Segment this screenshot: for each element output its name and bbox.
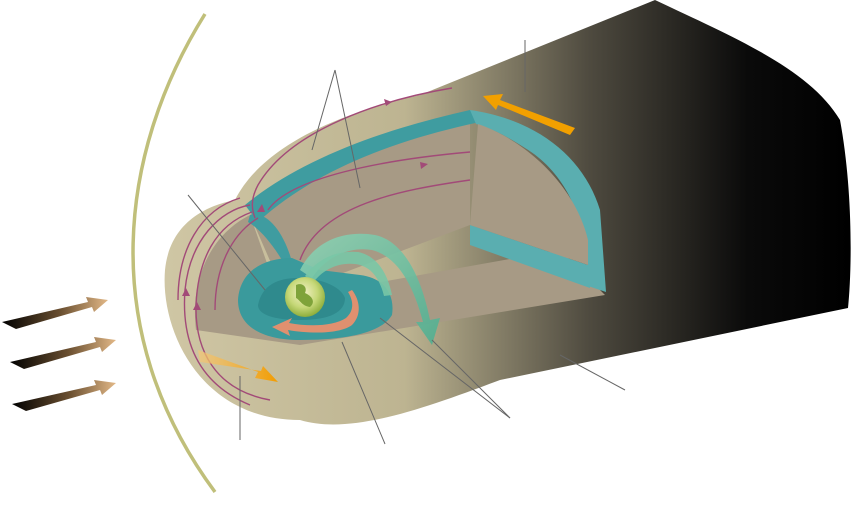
leader-lines bbox=[187, 40, 626, 445]
solar-wind-arrow-icon bbox=[12, 380, 116, 411]
flow-arrow-icon bbox=[198, 350, 278, 382]
plasma-layer-top bbox=[245, 110, 480, 222]
magnetic-field-line-icon bbox=[214, 217, 259, 311]
cusp-region bbox=[248, 214, 300, 295]
magnetic-field-line-icon bbox=[299, 179, 471, 261]
magnetic-field-line-icon bbox=[267, 151, 471, 211]
radiation-belt-arrow-icon bbox=[300, 233, 440, 345]
solar-wind-arrows bbox=[2, 297, 116, 411]
plasma-layer-end bbox=[470, 110, 606, 292]
solar-wind-arrow-icon bbox=[2, 297, 108, 329]
ring-current-arrow-icon bbox=[272, 290, 359, 336]
earth-land bbox=[296, 284, 313, 307]
field-line-arrowheads bbox=[182, 99, 428, 310]
magnetic-field-line-icon bbox=[251, 87, 453, 219]
plasma-layer-end-bottom bbox=[470, 225, 590, 288]
magnetic-field-line-icon bbox=[177, 197, 241, 301]
bow-shock-curve-icon bbox=[131, 13, 217, 494]
solar-wind-arrow-icon bbox=[10, 337, 116, 369]
radiation-belt-arrow-icon bbox=[305, 251, 392, 296]
flow-arrow-icon bbox=[483, 94, 575, 135]
inner-wall-end bbox=[470, 124, 588, 265]
